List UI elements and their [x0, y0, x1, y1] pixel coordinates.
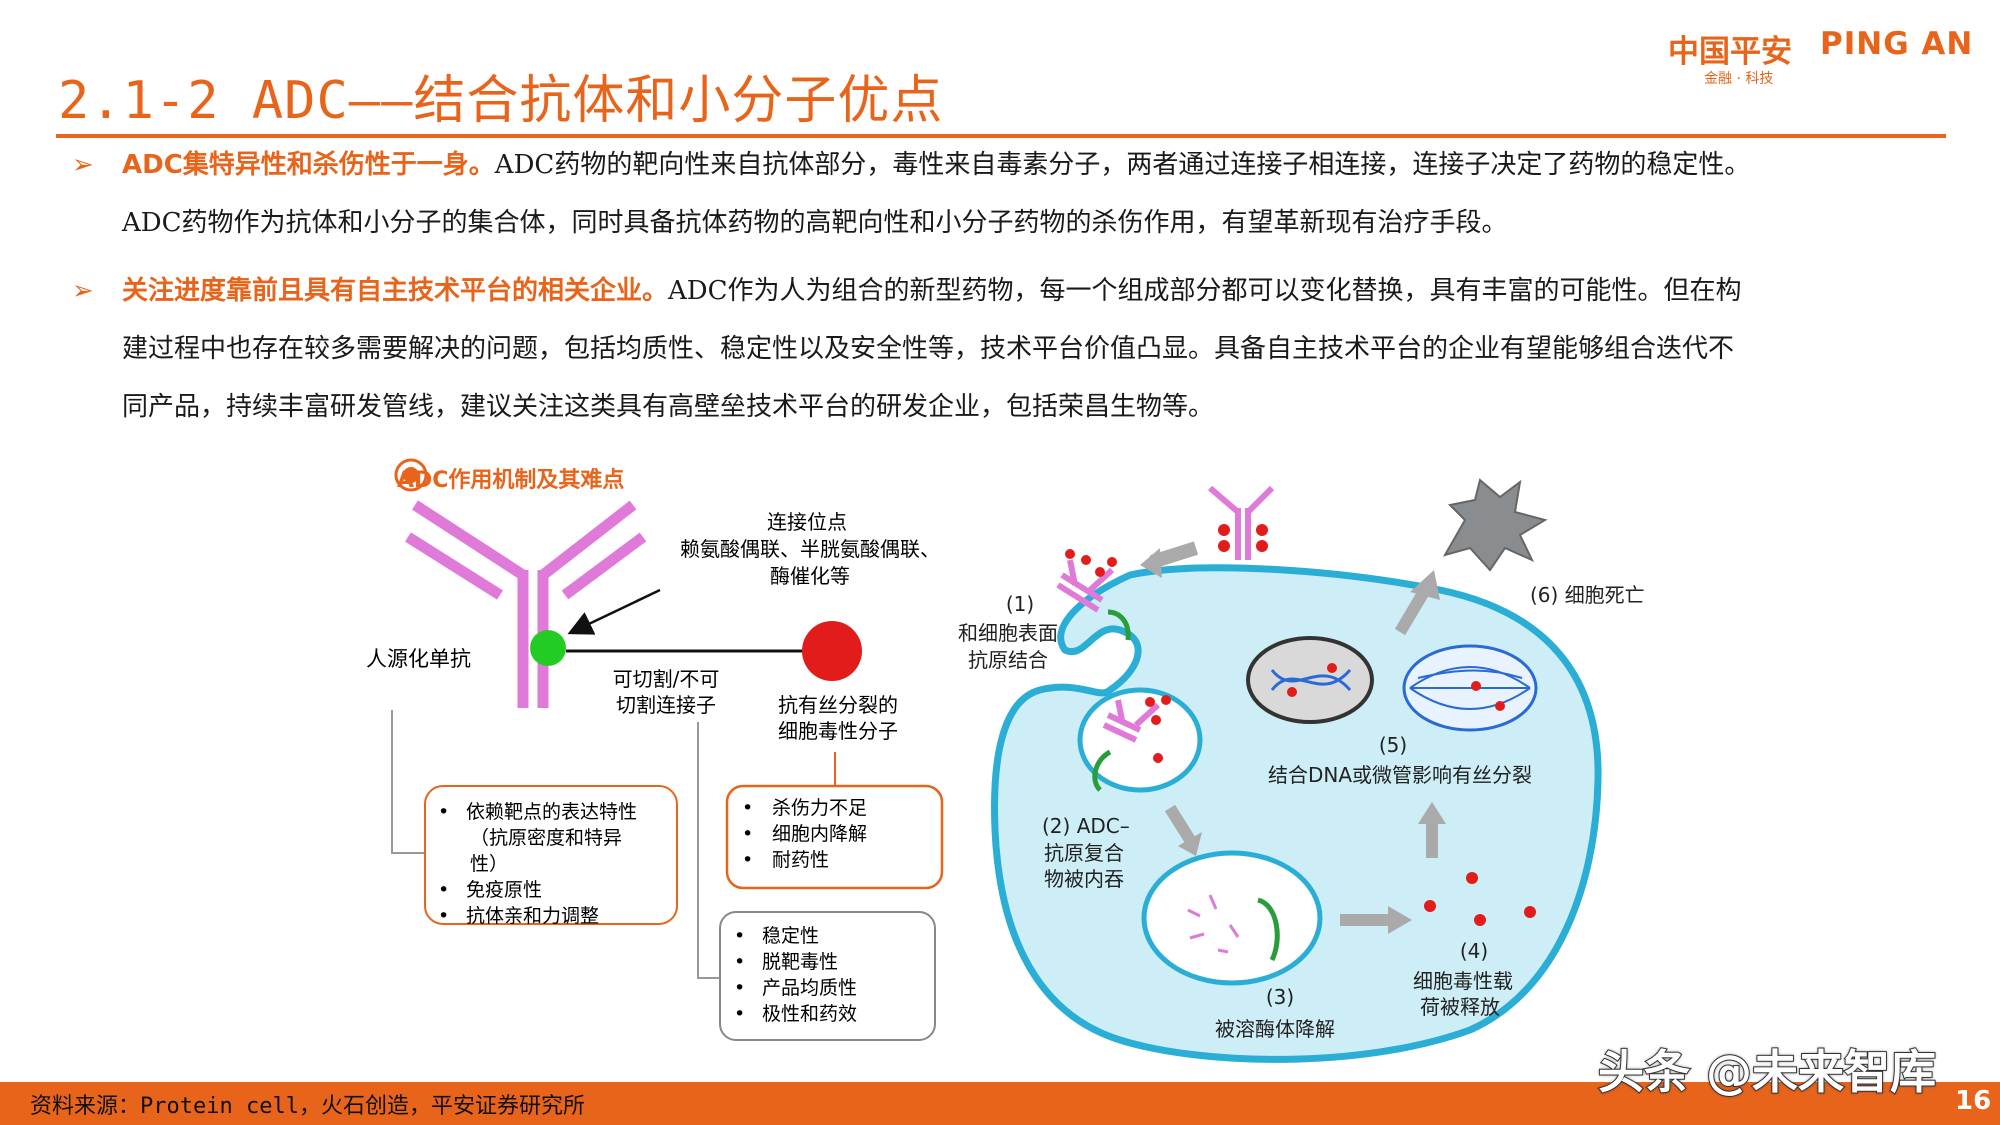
linker-box-list: • 稳定性 • 脱靶毒性 • 产品均质性 • 极性和药效	[734, 925, 857, 1025]
page-title: 2.1-2 ADC——结合抗体和小分子优点	[58, 71, 944, 131]
step1-label-line2: 抗原结合	[968, 648, 1048, 672]
linker-connector	[697, 722, 720, 979]
svg-text:•: •	[734, 925, 745, 947]
step4-number: (4)	[1460, 939, 1488, 963]
antibody-challenges-box	[424, 785, 678, 925]
antibody-box-item: 免疫原性	[466, 879, 542, 901]
footer-bar	[0, 1082, 2000, 1125]
step5-number: (5)	[1379, 733, 1407, 757]
figure-title: ADC作用机制及其难点	[397, 468, 625, 493]
linker-label-line2: 切割连接子	[616, 693, 716, 717]
bullet-2: ➢ 关注进度靠前且具有自主技术平台的相关企业。ADC作为人为组合的新型药物，每一个…	[72, 262, 1942, 436]
bullet-2-highlight: 关注进度靠前且具有自主技术平台的相关企业。	[122, 276, 669, 306]
released-payload	[1424, 872, 1536, 926]
arrow-bullet-icon: ➢	[72, 276, 94, 306]
linker-box-item: 脱靶毒性	[762, 951, 838, 973]
svg-text:•: •	[438, 801, 449, 823]
page-number: 16	[1955, 1086, 1992, 1116]
linker-box-item: 产品均质性	[762, 977, 857, 999]
conjugation-line2: 酶催化等	[770, 564, 850, 588]
step1-number: (1)	[1006, 592, 1034, 616]
bullet-1-text-line2: ADC药物作为抗体和小分子的集合体，同时具备抗体药物的高靶向性和小分子药物的杀伤…	[122, 208, 1508, 238]
payload-label-line1: 抗有丝分裂的	[778, 693, 898, 717]
antibody-connector	[391, 710, 425, 854]
bullet-2-text-line2: 建过程中也存在较多需要解决的问题，包括均质性、稳定性以及安全性等，技术平台价值凸…	[122, 334, 1735, 364]
svg-text:•: •	[438, 879, 449, 901]
payload-label-line2: 细胞毒性分子	[778, 719, 898, 743]
step4-label-line2: 荷被释放	[1420, 995, 1500, 1019]
step-labels: (1) 和细胞表面 抗原结合 (2) ADC– 抗原复合 物被内吞 (3) 被溶…	[958, 583, 1645, 1041]
target-icon	[394, 458, 428, 492]
step1-label-line1: 和细胞表面	[958, 621, 1058, 645]
arrow-bullet-icon: ➢	[72, 150, 94, 180]
svg-text:•: •	[742, 797, 753, 819]
antibody-box-item: 依赖靶点的表达特性	[466, 801, 637, 823]
logo-chinese-text: 中国平安	[1668, 34, 1792, 70]
source-note: 资料来源：Protein cell，火石创造，平安证券研究所	[30, 1094, 585, 1119]
payload-box-item: 细胞内降解	[772, 823, 867, 845]
title-divider	[56, 134, 1946, 138]
step3-number: (3)	[1266, 985, 1294, 1009]
bullet-2-text-line1: ADC作为人为组合的新型药物，每一个组成部分都可以变化替换，具有丰富的可能性。但…	[668, 276, 1742, 306]
logo-english-text: PING AN	[1820, 26, 1974, 62]
antibody-box-list: • 依赖靶点的表达特性 （抗原密度和特异 性） • 免疫原性 • 抗体亲和力调整	[438, 801, 637, 927]
antibody-label: 人源化单抗	[366, 647, 471, 671]
svg-text:•: •	[734, 951, 745, 973]
conjugation-line1: 赖氨酸偶联、半胱氨酸偶联、	[680, 537, 940, 561]
ping-an-logo: 中国平安 PING AN 金融 · 科技	[1668, 26, 1978, 90]
bound-adc-icon	[1056, 559, 1115, 613]
linker-label-line1: 可切割/不可	[613, 667, 720, 691]
svg-text:•: •	[734, 1003, 745, 1025]
payload-box-list: • 杀伤力不足 • 细胞内降解 • 耐药性	[742, 797, 867, 871]
linker-box-item: 稳定性	[762, 925, 819, 947]
step3-label: 被溶酶体降解	[1215, 1017, 1335, 1041]
process-arrows	[1164, 570, 1446, 934]
svg-text:•: •	[742, 849, 753, 871]
dead-cell-icon	[1442, 478, 1548, 572]
step2-label-line1: (2) ADC–	[1042, 814, 1130, 838]
bullet-1-text-line1: ADC药物的靶向性来自抗体部分，毒性来自毒素分子，两者通过连接子相连接，连接子决…	[494, 150, 1751, 180]
endosome	[1077, 687, 1203, 793]
svg-text:•: •	[734, 977, 745, 999]
bullet-2-text-line3: 同产品，持续丰富研发管线，建议关注这类具有高壁垒技术平台的研发企业，包括荣昌生物…	[122, 392, 1215, 422]
payload-dots	[1218, 524, 1268, 552]
linker-challenges-box	[719, 911, 936, 1041]
step4-label-line1: 细胞毒性载	[1413, 969, 1513, 993]
svg-text:•: •	[742, 823, 753, 845]
step2-label-line3: 物被内吞	[1044, 867, 1124, 891]
antibody-box-item: （抗原密度和特异	[470, 827, 622, 849]
antibody-icon	[405, 500, 647, 708]
payload-box-item: 耐药性	[772, 849, 829, 871]
free-adc-icon	[1208, 485, 1275, 560]
conjugation-title: 连接位点	[767, 510, 847, 534]
payload-circle	[802, 621, 862, 681]
bullet-1-highlight: ADC集特异性和杀伤性于一身。	[122, 150, 495, 180]
antibody-box-item: 抗体亲和力调整	[466, 905, 599, 927]
bullet-1: ➢ ADC集特异性和杀伤性于一身。ADC药物的靶向性来自抗体部分，毒性来自毒素分子…	[72, 136, 1942, 252]
nucleus	[1246, 636, 1374, 724]
linker-box-item: 极性和药效	[762, 1003, 857, 1025]
step6-label: (6) 细胞死亡	[1530, 583, 1645, 607]
conjugation-site-dot	[530, 630, 566, 666]
payload-challenges-box	[725, 784, 944, 890]
logo-tagline: 金融 · 科技	[1704, 71, 1774, 87]
svg-text:•: •	[438, 905, 449, 927]
payload-box-item: 杀伤力不足	[772, 797, 867, 819]
step2-label-line2: 抗原复合	[1044, 841, 1124, 865]
antibody-box-item: 性）	[470, 853, 508, 875]
lysosome	[1141, 850, 1323, 986]
step5-label: 结合DNA或微管影响有丝分裂	[1268, 763, 1532, 787]
arrow-head	[1140, 548, 1162, 578]
conjugation-arrow	[567, 588, 661, 635]
watermark: 头条 @未来智库	[1597, 1044, 1937, 1100]
